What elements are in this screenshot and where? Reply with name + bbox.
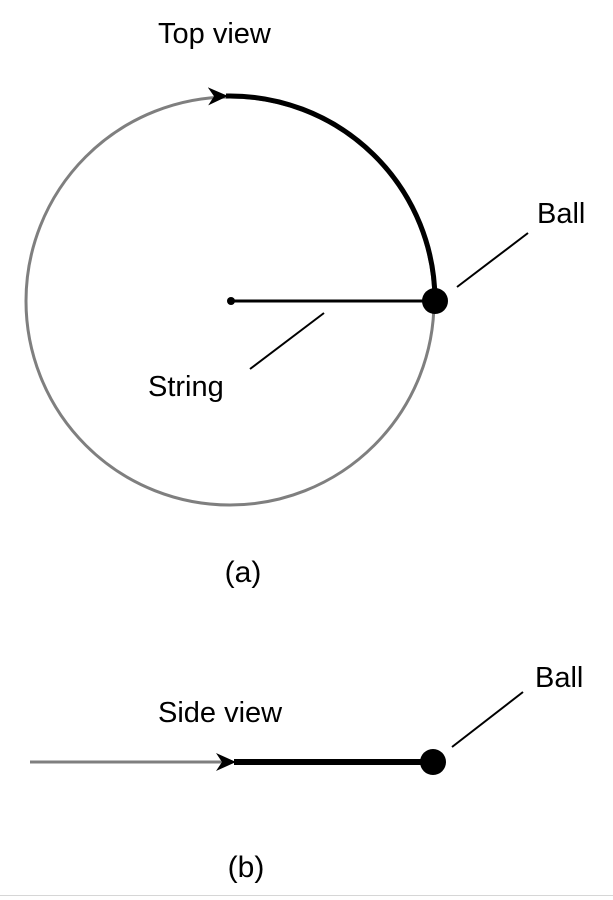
motion-arrow-arc — [207, 87, 438, 301]
string-label: String — [148, 371, 224, 403]
ball-leader-line — [456, 232, 529, 288]
ball-side — [420, 749, 446, 775]
side-view-title: Side view — [158, 697, 283, 729]
caption-b: (b) — [228, 851, 265, 884]
panel-b-side-view: Side view Ball (b) — [30, 662, 583, 884]
ball-side-leader-line — [451, 691, 524, 748]
ball-label: Ball — [537, 198, 585, 230]
panel-a-top-view: Top view Ball String (a) — [24, 18, 585, 589]
ball — [422, 288, 448, 314]
ball-side-label: Ball — [535, 662, 583, 694]
top-view-title: Top view — [158, 18, 272, 50]
caption-a: (a) — [225, 556, 262, 589]
bottom-divider — [0, 895, 613, 896]
string-leader-line — [249, 312, 325, 370]
